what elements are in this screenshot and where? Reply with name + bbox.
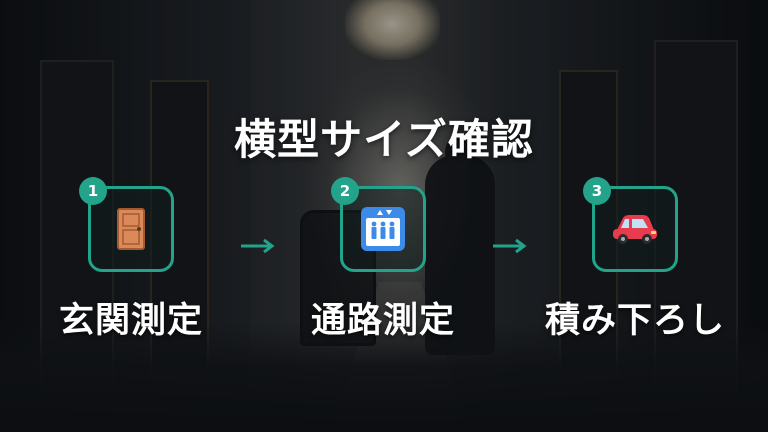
step-label-entrance: 玄関測定 bbox=[58, 301, 203, 341]
step-label-passage: 通路測定 bbox=[310, 301, 455, 341]
step-number-badge: 1 bbox=[79, 177, 107, 205]
person-head bbox=[445, 135, 475, 169]
ceiling-lamp bbox=[345, 0, 440, 60]
arrow-right-icon bbox=[493, 238, 527, 254]
step-number-badge: 2 bbox=[331, 177, 359, 205]
door-icon bbox=[117, 208, 145, 250]
step-number-badge: 3 bbox=[583, 177, 611, 205]
step-card-loading: 3 bbox=[583, 177, 678, 272]
step-card-entrance: 1 bbox=[79, 177, 174, 272]
elevator-icon bbox=[361, 207, 405, 251]
person-silhouette bbox=[425, 155, 495, 355]
arrow-right-icon bbox=[241, 238, 275, 254]
page-title: 横型サイズ確認 bbox=[234, 115, 534, 164]
step-card-passage: 2 bbox=[331, 177, 426, 272]
floor bbox=[0, 322, 768, 432]
step-label-loading: 積み下ろし bbox=[544, 301, 725, 341]
car-icon bbox=[613, 215, 657, 244]
